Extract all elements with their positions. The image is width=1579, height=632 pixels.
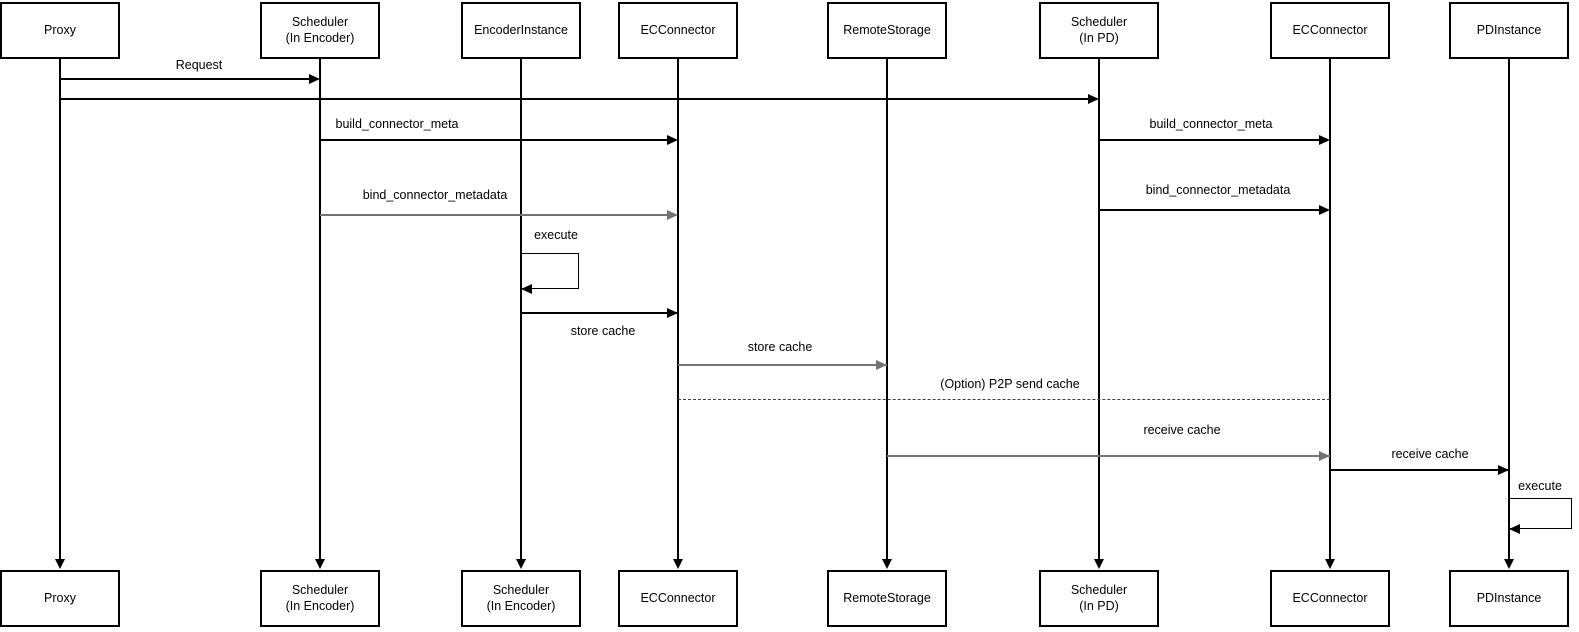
arrowhead-right-icon	[667, 308, 678, 318]
arrowhead-right-icon	[1088, 94, 1099, 104]
arrowhead-right-icon	[667, 210, 678, 220]
actor-bottom-box-ec-connector-pd: ECConnector	[1270, 570, 1390, 627]
message-arrow	[60, 98, 1097, 100]
lifeline-encoder-instance	[520, 59, 522, 559]
arrowhead-down-icon	[55, 559, 65, 569]
message-label: execute	[1518, 479, 1562, 493]
arrowhead-down-icon	[315, 559, 325, 569]
lifeline-ec-connector-pd	[1329, 59, 1331, 559]
actor-top-box-remote-storage: RemoteStorage	[827, 2, 947, 59]
arrowhead-right-icon	[667, 135, 678, 145]
actor-top-box-encoder-instance: EncoderInstance	[461, 2, 581, 59]
lifeline-scheduler-pd	[1098, 59, 1100, 559]
actor-top-box-proxy: Proxy	[0, 2, 120, 59]
arrowhead-left-icon	[1509, 524, 1520, 534]
message-label: store cache	[570, 324, 636, 338]
arrowhead-right-icon	[876, 360, 887, 370]
message-arrow	[521, 312, 678, 314]
actor-bottom-box-scheduler-pd: Scheduler (In PD)	[1039, 570, 1159, 627]
message-label: execute	[534, 228, 578, 242]
lifeline-pd-instance	[1508, 59, 1510, 559]
message-label: build_connector_meta	[1149, 117, 1273, 131]
arrowhead-right-icon	[1319, 451, 1330, 461]
arrowhead-down-icon	[516, 559, 526, 569]
arrowhead-down-icon	[1094, 559, 1104, 569]
message-arrow	[1099, 209, 1328, 211]
actor-bottom-box-encoder-instance: Scheduler (In Encoder)	[461, 570, 581, 627]
message-arrow	[320, 214, 676, 216]
arrowhead-down-icon	[1504, 559, 1514, 569]
actor-top-box-pd-instance: PDInstance	[1449, 2, 1569, 59]
arrowhead-right-icon	[1319, 205, 1330, 215]
actor-bottom-box-proxy: Proxy	[0, 570, 120, 627]
actor-top-box-ec-connector-encoder: ECConnector	[618, 2, 738, 59]
message-label: receive cache	[1391, 447, 1469, 461]
message-label: (Option) P2P send cache	[940, 377, 1080, 391]
message-label: receive cache	[1143, 423, 1221, 437]
arrowhead-down-icon	[673, 559, 683, 569]
self-message-loop	[521, 253, 579, 289]
message-arrow	[320, 139, 676, 141]
message-label: build_connector_meta	[335, 117, 459, 131]
lifeline-ec-connector-encoder	[677, 59, 679, 559]
message-label: Request	[175, 58, 223, 72]
self-message-loop	[1509, 498, 1572, 529]
lifeline-scheduler-encoder	[319, 59, 321, 559]
message-arrow	[60, 78, 318, 80]
actor-bottom-box-pd-instance: PDInstance	[1449, 570, 1569, 627]
message-arrow	[678, 364, 887, 366]
actor-top-box-ec-connector-pd: ECConnector	[1270, 2, 1390, 59]
arrowhead-right-icon	[309, 74, 320, 84]
arrowhead-right-icon	[1319, 135, 1330, 145]
lifeline-remote-storage	[886, 59, 888, 559]
arrowhead-down-icon	[1325, 559, 1335, 569]
actor-top-box-scheduler-pd: Scheduler (In PD)	[1039, 2, 1159, 59]
message-arrow	[1099, 139, 1328, 141]
arrowhead-down-icon	[882, 559, 892, 569]
message-label: bind_connector_metadata	[362, 188, 508, 202]
message-arrow	[1330, 469, 1509, 471]
actor-bottom-box-scheduler-encoder: Scheduler (In Encoder)	[260, 570, 380, 627]
message-label: bind_connector_metadata	[1145, 183, 1291, 197]
actor-bottom-box-remote-storage: RemoteStorage	[827, 570, 947, 627]
actor-top-box-scheduler-encoder: Scheduler (In Encoder)	[260, 2, 380, 59]
arrowhead-right-icon	[1498, 465, 1509, 475]
arrowhead-left-icon	[521, 284, 532, 294]
actor-bottom-box-ec-connector-encoder: ECConnector	[618, 570, 738, 627]
message-arrow	[887, 455, 1330, 457]
message-dashed-line	[678, 399, 1330, 400]
message-label: store cache	[747, 340, 813, 354]
lifeline-proxy	[59, 59, 61, 559]
